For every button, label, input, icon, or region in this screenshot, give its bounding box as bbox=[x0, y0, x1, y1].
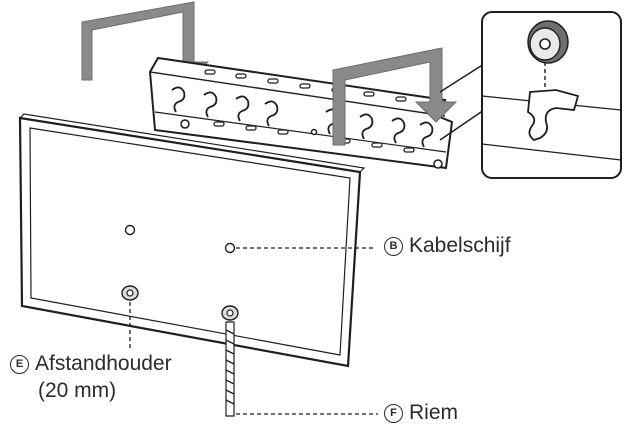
callout-e-subtext: (20 mm) bbox=[38, 379, 117, 402]
callout-f-label: Riem bbox=[409, 401, 459, 424]
callout-b-label: Kabelschijf bbox=[409, 234, 511, 257]
right-insertion-arrow bbox=[332, 47, 458, 146]
hook-detail-inset bbox=[439, 11, 622, 179]
callout-f: F Riem bbox=[384, 401, 458, 425]
callout-e-badge: E bbox=[10, 355, 29, 374]
callout-e-label: Afstandhouder bbox=[35, 352, 172, 375]
callout-b-badge: B bbox=[384, 237, 403, 256]
spacer-part bbox=[121, 285, 139, 301]
callout-f-badge: F bbox=[384, 404, 403, 423]
belt-part bbox=[221, 305, 239, 417]
callout-b: B Kabelschijf bbox=[384, 234, 511, 258]
callout-e: E Afstandhouder bbox=[10, 352, 172, 376]
tv-panel bbox=[18, 113, 366, 417]
mounting-bracket bbox=[148, 56, 454, 170]
